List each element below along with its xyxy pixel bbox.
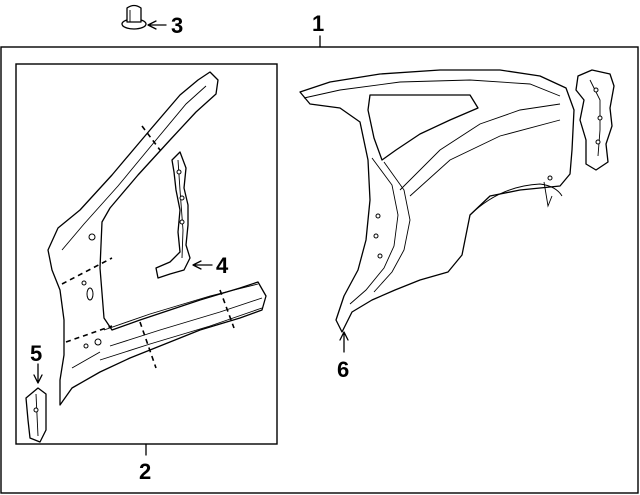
leader-arrow-6 — [339, 331, 349, 353]
leader-arrow-3 — [147, 20, 167, 30]
callout-4: 4 — [216, 253, 229, 278]
callout-1: 1 — [312, 11, 324, 36]
cut-line-mid-pillar — [61, 257, 113, 285]
rear-quarter-reinforcement-part — [575, 69, 615, 171]
inner-body-side-panel — [47, 71, 267, 406]
leader-arrow-4 — [192, 260, 213, 270]
leader-arrow-5 — [33, 363, 43, 384]
clip-fastener-part — [121, 4, 147, 30]
cut-line-rocker-front — [139, 321, 157, 369]
small-bracket-part — [25, 387, 47, 443]
pillar-reinforcement-part — [155, 151, 191, 279]
cut-line-upper-pillar — [141, 125, 161, 151]
callout-2: 2 — [139, 459, 151, 484]
cut-line-lower-pillar — [65, 325, 113, 343]
quarter-panel-part — [299, 69, 575, 333]
cut-line-rocker-rear — [219, 289, 235, 329]
callout-3: 3 — [171, 13, 183, 38]
callout-6: 6 — [337, 357, 349, 382]
callout-5: 5 — [30, 341, 42, 366]
